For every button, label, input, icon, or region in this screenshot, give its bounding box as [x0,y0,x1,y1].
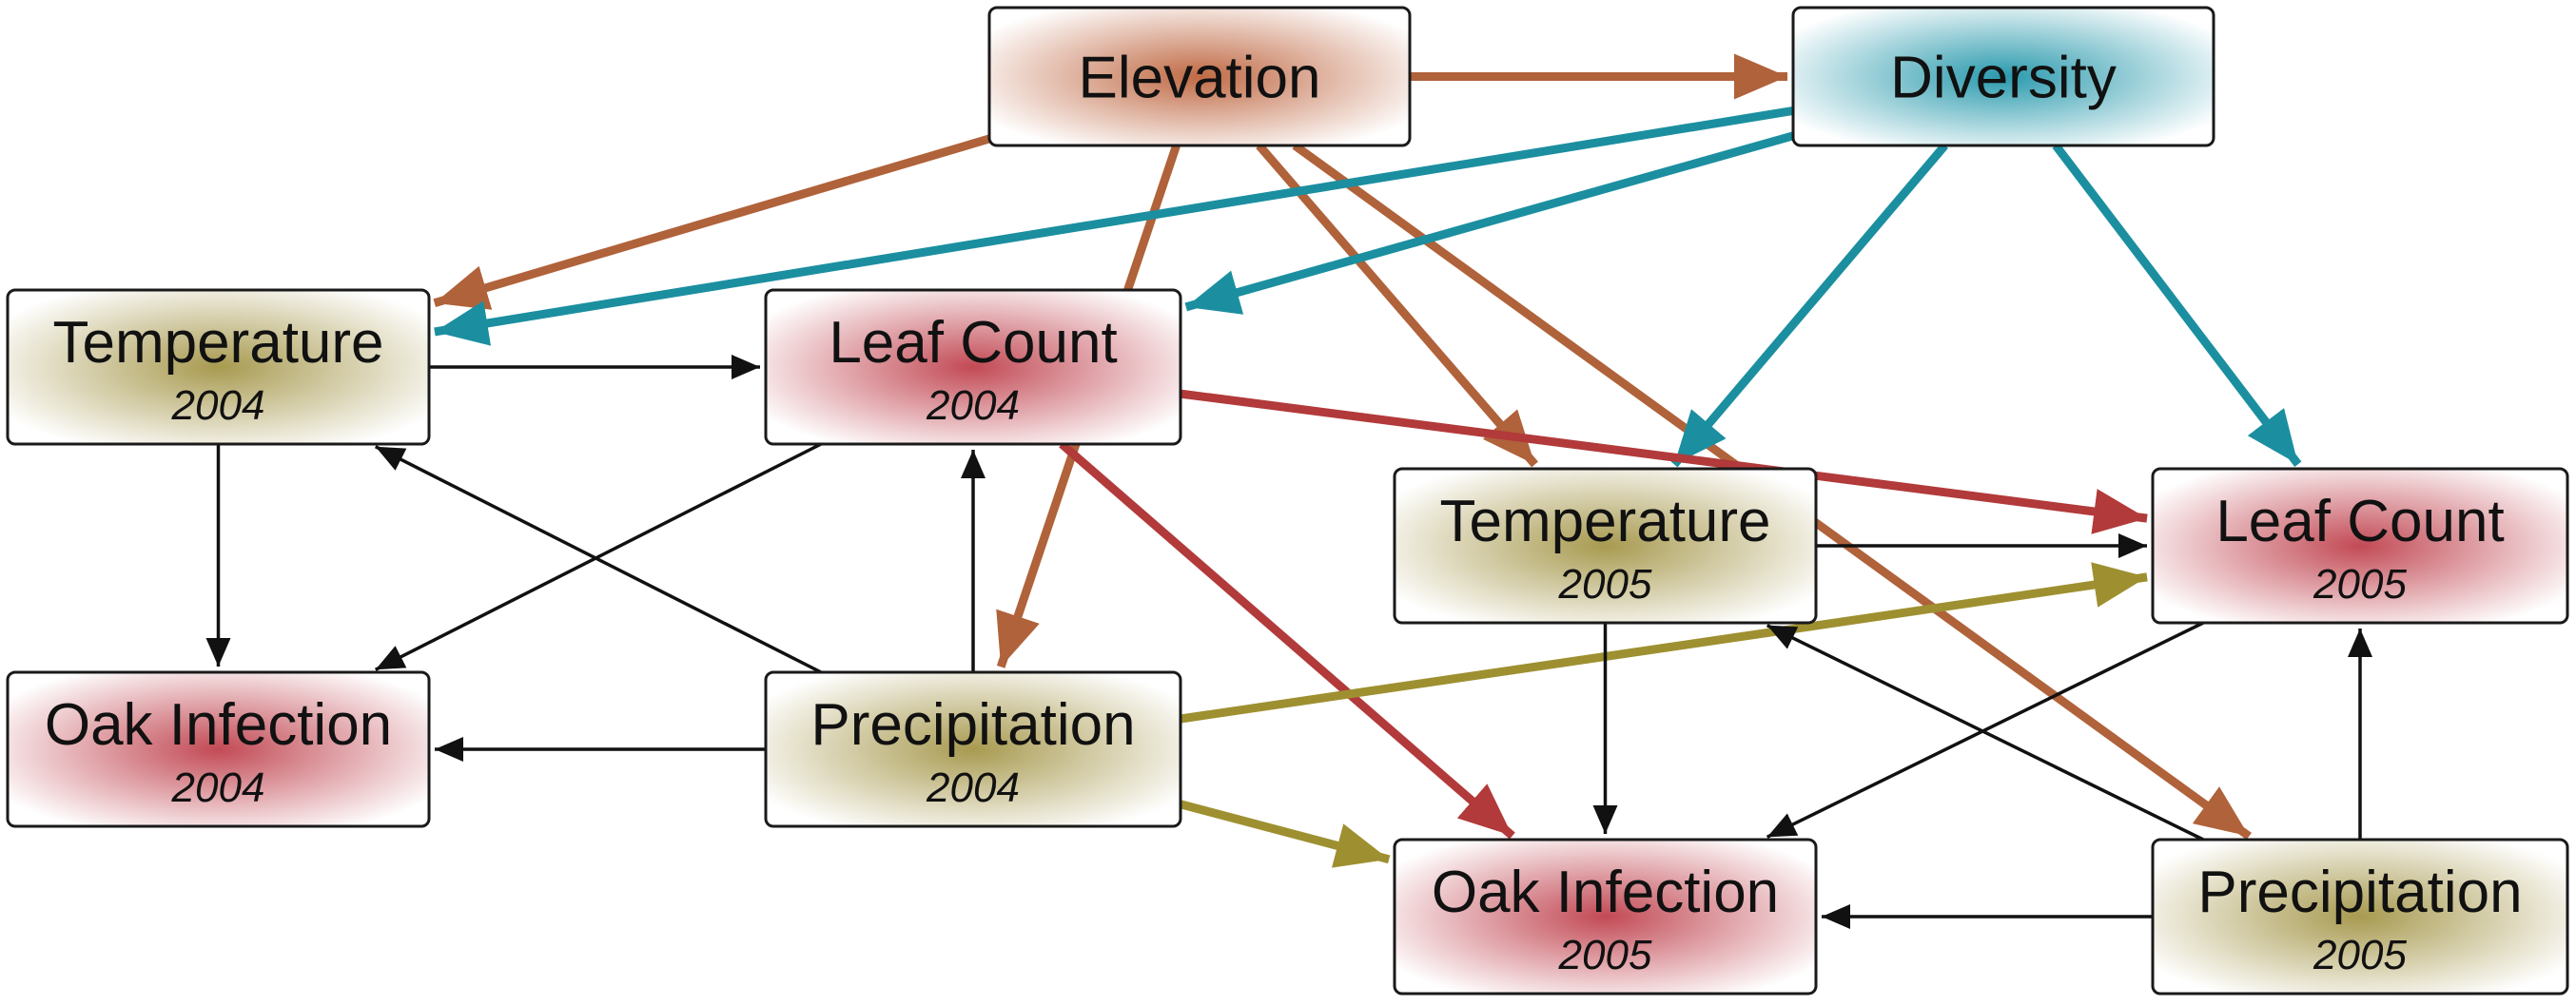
node-precip2004: Precipitation 2004 [764,670,1182,828]
edge-precip2004-to-temp2004 [374,445,822,674]
node-label: Temperature [52,310,383,376]
node-label: Oak Infection [45,692,392,758]
edge-elevation-to-temp2004 [433,134,991,310]
node-temp2005: Temperature 2005 [1393,467,1818,625]
node-year: 2005 [2313,932,2407,978]
edge-leaf2004-to-oak2005 [1059,440,1515,840]
node-box [1791,6,2215,147]
node-box [1393,838,1818,996]
node-year: 2004 [171,764,265,811]
edge-diversity-to-leaf2004 [1184,131,1795,315]
node-box [987,6,1412,147]
node-box [6,670,431,828]
edge-precip2004-to-oak2005 [1179,800,1391,868]
node-leaf2005: Leaf Count 2005 [2151,467,2569,625]
node-oak2005: Oak Infection 2005 [1393,838,1818,996]
node-oak2004: Oak Infection 2004 [6,670,431,828]
node-box [2151,838,2569,996]
edge-leaf2005-to-oak2005 [1766,621,2204,839]
node-box [764,670,1182,828]
node-leaf2004: Leaf Count 2004 [764,288,1182,446]
edge-diversity-to-leaf2005 [2052,143,2302,467]
node-year: 2005 [1558,561,1652,608]
node-box [1393,467,1818,625]
node-box [764,288,1182,446]
node-temp2004: Temperature 2004 [6,288,431,446]
node-label: Leaf Count [2215,489,2504,554]
node-year: 2005 [2313,561,2407,608]
node-year: 2005 [1558,932,1652,978]
node-precip2005: Precipitation 2005 [2151,838,2569,996]
node-year: 2004 [171,382,265,429]
node-box [2151,467,2569,625]
node-year: 2004 [926,382,1020,429]
node-label: Oak Infection [1432,860,1779,925]
edges-layer [205,53,2372,929]
node-year: 2004 [926,764,1020,811]
node-label: Diversity [1890,46,2117,111]
edge-precip2004-to-leaf2005 [1180,562,2148,724]
edge-diversity-to-temp2004 [434,106,1794,346]
node-label: Elevation [1078,46,1320,111]
node-elevation: Elevation [987,6,1412,147]
node-label: Precipitation [2197,860,2522,925]
edge-leaf2004-to-oak2004 [374,442,822,671]
edge-precip2005-to-temp2005 [1766,624,2204,842]
edge-leaf2004-to-leaf2005 [1180,389,2148,534]
node-label: Leaf Count [829,310,1117,376]
node-label: Temperature [1439,489,1770,554]
node-diversity: Diversity [1791,6,2215,147]
edge-diversity-to-temp2005 [1670,143,1948,468]
node-label: Precipitation [810,692,1135,758]
edge-elevation-to-temp2005 [1256,143,1538,468]
node-box [6,288,431,446]
